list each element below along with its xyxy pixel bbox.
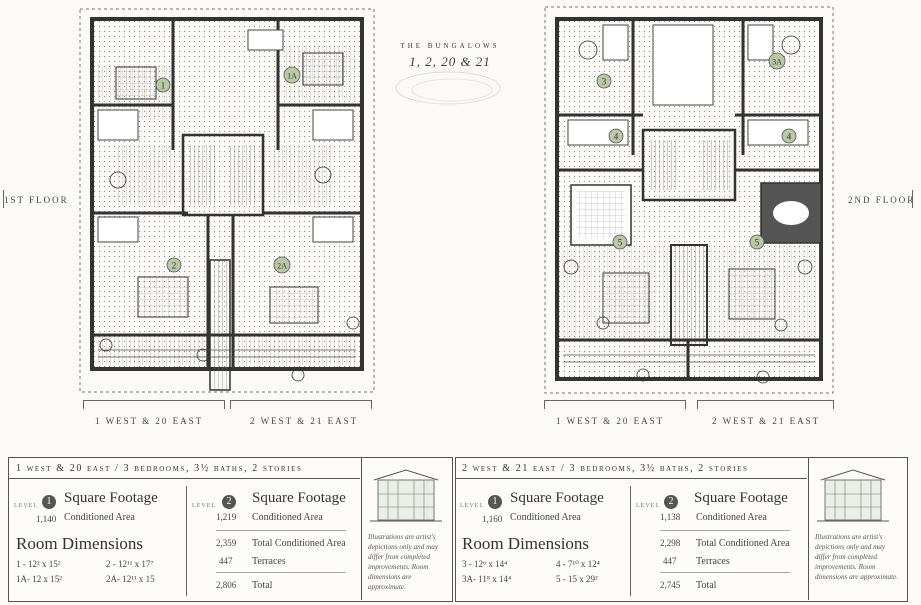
panel-a-divider-1	[186, 486, 187, 596]
panel-b-head-rule	[455, 478, 807, 479]
panel-b-level2-word: LEVEL	[636, 503, 660, 509]
caption-bracket-right-2	[697, 400, 834, 409]
panel-a-l2-label-3: Total	[252, 580, 273, 591]
panel-a-l2-value-3: 2,806	[216, 580, 237, 590]
room-marker-1a: 1A	[287, 72, 297, 81]
panel-a-room-1a: 1A- 12 x 15²	[16, 574, 62, 584]
panel-b-l2-value-2: 447	[663, 556, 677, 566]
panel-a-l2-value-0: 1,219	[216, 512, 237, 522]
room-marker-4-right: 4	[787, 132, 792, 142]
panel-a-room-1: 1 - 12² x 15²	[16, 559, 61, 569]
plan-right-caption-1: 1 WEST & 20 EAST	[556, 416, 665, 426]
panel-a-disclaimer: Illustrations are artist's depictions on…	[368, 533, 439, 591]
panel-b-l2-label-2: Terraces	[696, 556, 730, 567]
panel-a-l2-rule	[216, 530, 346, 531]
panel-b-heading: 2 West & 21 East / 3 Bedrooms, 3½ Baths,…	[462, 463, 749, 474]
panel-b-divider-2	[808, 457, 809, 600]
panel-b-room-4: 4 - 7¹⁰ x 12⁴	[556, 559, 600, 569]
plan-left-caption-1: 1 WEST & 20 EAST	[95, 416, 204, 426]
panel-a-heading: 1 West & 20 East / 3 Bedrooms, 3½ Baths,…	[16, 463, 303, 474]
panel-a-room-2: 2 - 12¹¹ x 17⁷	[106, 559, 154, 569]
panel-a-l2-label-0: Conditioned Area	[252, 512, 323, 523]
unit-numbers: 1, 2, 20 & 21	[409, 54, 491, 69]
title-block: THE BUNGALOWS 1, 2, 20 & 21	[380, 42, 520, 121]
panel-b-elevation-illustration	[817, 469, 889, 522]
panel-a-l2-value-2: 447	[219, 556, 233, 566]
panel-b-level1-value: 1,160	[482, 514, 503, 524]
panel-b-room-3a: 3A- 11⁸ x 14⁴	[462, 574, 512, 584]
panel-a-level1-title: Square Footage	[64, 490, 158, 506]
panel-b-level1-label: Conditioned Area	[510, 512, 581, 523]
room-marker-3a: 3A	[772, 58, 782, 67]
floor-label-first-rule	[0, 190, 4, 208]
panel-b-room-3: 3 - 12⁶ x 14⁴	[462, 559, 508, 569]
panel-b-room-5: 5 - 15 x 29²	[556, 574, 598, 584]
panel-b-level2-badge: 2	[664, 495, 678, 509]
room-marker-1: 1	[161, 81, 166, 91]
panel-a-level1-value: 1,140	[36, 514, 57, 524]
panel-a-room-2a: 2A- 12¹¹ x 15	[106, 574, 155, 584]
panel-b-level1-badge: 1	[488, 495, 502, 509]
panel-b-l2-value-0: 1,138	[660, 512, 681, 522]
caption-bracket-right	[230, 400, 372, 409]
plan-right-caption-2: 2 WEST & 21 EAST	[712, 416, 821, 426]
panel-a-rooms-title: Room Dimensions	[16, 534, 144, 553]
panel-b-l2-label-3: Total	[696, 580, 717, 591]
panel-a-l2-value-1: 2,359	[216, 538, 237, 548]
panel-b-divider-1	[630, 486, 631, 596]
panel-a-l2-label-2: Terraces	[252, 556, 286, 567]
panel-a-level1-word: LEVEL	[14, 503, 38, 509]
floor-label-second-rule	[912, 190, 916, 208]
second-floor-plan: 3 3A 4 4 5 5	[544, 6, 834, 394]
room-marker-2: 2	[172, 261, 177, 271]
plan-left-caption-2: 2 WEST & 21 EAST	[250, 416, 359, 426]
panel-a-level2-word: LEVEL	[192, 503, 216, 509]
panel-a-elevation-illustration	[370, 469, 442, 522]
panel-b-l2-label-0: Conditioned Area	[696, 512, 767, 523]
floor-label-second: 2ND FLOOR	[848, 195, 916, 205]
room-marker-5-left: 5	[618, 238, 623, 248]
panel-a-l2-label-1: Total Conditioned Area	[252, 538, 346, 549]
room-marker-4-left: 4	[614, 132, 619, 142]
panel-a-level1-label: Conditioned Area	[64, 512, 135, 523]
room-marker-3: 3	[602, 77, 607, 87]
caption-bracket-left-2	[544, 400, 686, 409]
panel-a-level1-badge: 1	[42, 495, 56, 509]
panel-b-level1-title: Square Footage	[510, 490, 604, 506]
caption-bracket-left	[83, 400, 225, 409]
panel-b-disclaimer: Illustrations are artist's depictions on…	[815, 533, 899, 581]
panel-b-l2-value-3: 2,745	[660, 580, 681, 590]
room-marker-5-right: 5	[755, 238, 760, 248]
room-marker-2a: 2A	[277, 262, 287, 271]
panel-b-level2-title: Square Footage	[694, 490, 788, 506]
collection-title: THE BUNGALOWS	[400, 42, 500, 50]
panel-b-level1-word: LEVEL	[460, 503, 484, 509]
title-ornament	[395, 71, 501, 105]
panel-b-l2-label-1: Total Conditioned Area	[696, 538, 790, 549]
panel-a-level2-badge: 2	[222, 495, 236, 509]
panel-a-divider-2	[361, 457, 362, 600]
first-floor-plan: 1 1A 2 2A	[79, 8, 375, 393]
panel-a-head-rule	[8, 478, 360, 479]
panel-a-level2-title: Square Footage	[252, 490, 346, 506]
panel-b-l2-value-1: 2,298	[660, 538, 681, 548]
panel-b-l2-rule-2	[660, 572, 790, 573]
floor-label-first: 1ST FLOOR	[4, 195, 69, 205]
panel-b-l2-rule	[660, 530, 790, 531]
panel-b-rooms-title: Room Dimensions	[462, 534, 590, 553]
panel-a-l2-rule-2	[216, 572, 346, 573]
